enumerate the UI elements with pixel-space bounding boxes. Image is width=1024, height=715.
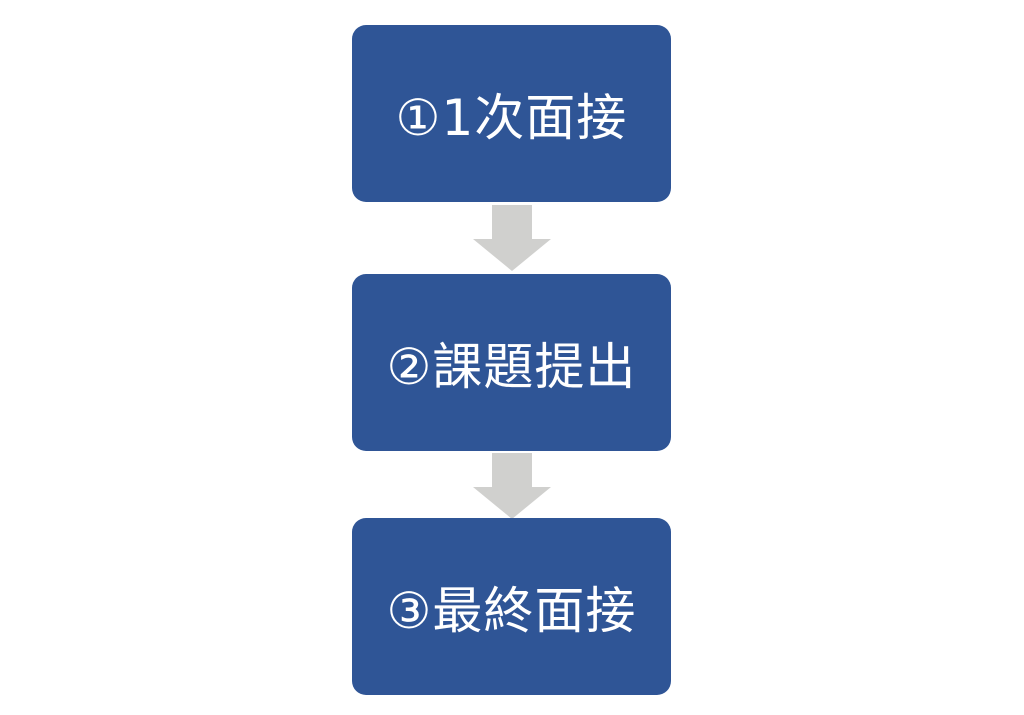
flow-step-assignment-submission: ②課題提出 (352, 274, 671, 451)
down-arrow-icon (473, 453, 551, 519)
flow-step-first-interview: ①1次面接 (352, 25, 671, 202)
flow-step-final-interview: ③最終面接 (352, 518, 671, 695)
flow-step-label: ②課題提出 (386, 337, 637, 396)
down-arrow-icon (473, 205, 551, 271)
flow-step-label: ③最終面接 (386, 581, 637, 640)
flow-step-label: ①1次面接 (395, 88, 628, 147)
